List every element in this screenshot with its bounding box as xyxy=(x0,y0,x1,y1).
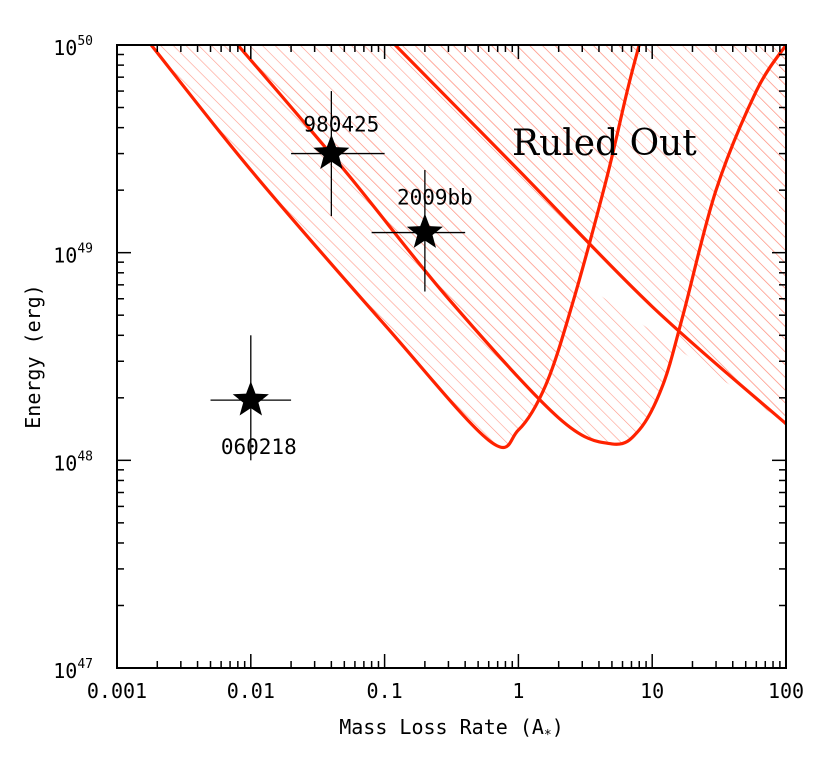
x-axis-label-text: Mass Loss Rate (A xyxy=(339,715,544,739)
point-label: 980425 xyxy=(303,113,379,137)
x-tick-label: 1 xyxy=(512,679,524,703)
x-tick-label: 100 xyxy=(768,679,804,703)
x-tick-label: 0.01 xyxy=(227,679,275,703)
point-label: 060218 xyxy=(221,435,297,459)
y-tick-label: 1049 xyxy=(53,242,93,268)
y-axis-label: Energy (erg) xyxy=(21,284,45,429)
y-tick-base: 10 xyxy=(53,244,77,268)
y-tick-label: 1047 xyxy=(53,657,93,683)
point-060218: 060218 xyxy=(210,335,297,461)
x-axis-label: Mass Loss Rate (A*) xyxy=(339,715,564,743)
y-tick-exponent: 50 xyxy=(77,34,93,49)
plot-frame xyxy=(116,44,787,669)
x-tick-label: 0.001 xyxy=(87,679,147,703)
ruled-out-hatch-right xyxy=(237,45,786,445)
x-tick-labels: 0.001 0.01 0.1 1 10 100 xyxy=(87,679,804,703)
x-tick-label: 0.1 xyxy=(367,679,403,703)
y-tick-base: 10 xyxy=(53,659,77,683)
x-axis-label-close: ) xyxy=(552,715,564,739)
y-tick-base: 10 xyxy=(53,451,77,475)
point-2009bb: 2009bb xyxy=(371,170,473,292)
y-tick-exponent: 47 xyxy=(77,657,93,672)
axis-ticks xyxy=(116,45,786,669)
boundary-curves xyxy=(149,45,786,449)
star-marker xyxy=(232,381,269,416)
data-points: 980425 2009bb 060218 xyxy=(210,91,473,461)
star-marker xyxy=(313,134,350,169)
boundary-1-curve xyxy=(149,45,641,449)
x-tick-label: 10 xyxy=(640,679,664,703)
x-axis-label-subscript: * xyxy=(544,728,552,743)
boundary-2-curve xyxy=(236,45,786,446)
y-tick-base: 10 xyxy=(53,36,77,60)
y-tick-label: 1048 xyxy=(53,449,93,475)
star-marker xyxy=(406,213,443,248)
y-tick-exponent: 48 xyxy=(77,449,93,464)
y-tick-exponent: 49 xyxy=(77,242,93,257)
boundary-3-curve xyxy=(394,45,786,426)
point-980425: 980425 xyxy=(291,91,385,217)
y-tick-label: 1050 xyxy=(53,34,93,60)
ruled-out-label: Ruled Out xyxy=(512,123,697,164)
point-label: 2009bb xyxy=(397,186,473,210)
